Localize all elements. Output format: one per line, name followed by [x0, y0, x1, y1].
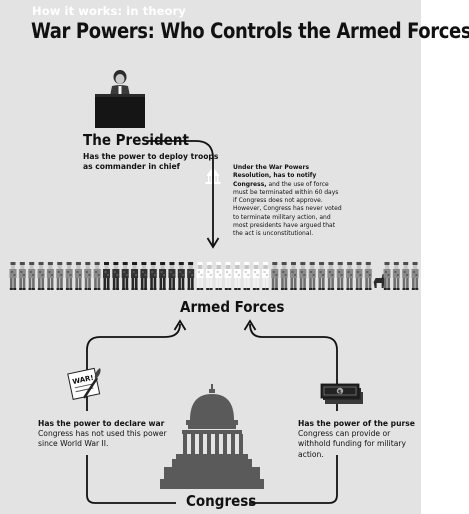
- soldier-icon: [261, 262, 269, 290]
- kicker: How it works: in theory: [32, 4, 186, 18]
- soldier-icon: [9, 262, 17, 290]
- soldier-icon: [131, 262, 139, 290]
- declare-war-text: Has the power to declare war Congress ha…: [38, 419, 168, 450]
- soldier-icon: [364, 262, 372, 290]
- right-margin: [421, 0, 469, 514]
- soldier-icon: [112, 262, 120, 290]
- soldier-icon: [93, 262, 101, 290]
- soldier-icon: [308, 262, 316, 290]
- purse-text: Has the power of the purse Congress can …: [298, 419, 423, 460]
- soldier-icon: [224, 262, 232, 290]
- purse-arrow: [249, 323, 338, 411]
- soldier-icon: [336, 262, 344, 290]
- president-icon: [95, 70, 145, 128]
- soldier-icon: [205, 262, 213, 290]
- soldier-icon: [290, 262, 297, 290]
- president-heading: The President: [83, 131, 189, 149]
- svg-text:$: $: [338, 389, 342, 395]
- soldier-icon: [159, 262, 167, 290]
- congress-left-bracket: [86, 455, 176, 504]
- congress-heading: Congress: [186, 492, 257, 510]
- soldier-icon: [383, 262, 391, 290]
- soldier-icon: [168, 262, 176, 290]
- soldier-icon: [103, 262, 110, 290]
- page-title: War Powers: Who Controls the Armed Force…: [31, 19, 469, 44]
- president-description: Has the power to deploy troops as comman…: [83, 152, 223, 172]
- soldier-icon: [121, 262, 129, 290]
- declare-war-arrow: [86, 323, 181, 411]
- soldier-icon: [140, 262, 148, 290]
- soldier-icon: [355, 262, 363, 290]
- congress-right-bracket: [249, 455, 338, 504]
- soldier-icon: [392, 262, 400, 290]
- soldier-icon: [28, 262, 36, 290]
- armed-forces-heading: Armed Forces: [180, 298, 285, 316]
- soldier-icon: [252, 262, 260, 290]
- soldier-icon: [280, 262, 288, 290]
- soldier-icon: [327, 262, 335, 290]
- soldier-icon: [402, 262, 410, 290]
- soldier-icon: [65, 262, 73, 290]
- war-powers-note-lead: Under the War Powers Resolution, has to …: [233, 164, 317, 188]
- soldier-icon: [196, 262, 204, 290]
- president-to-forces-arrow: [148, 140, 214, 245]
- soldier-icon: [346, 262, 354, 290]
- soldier-icon: [84, 262, 92, 290]
- soldier-icon: [411, 262, 419, 290]
- soldier-icon: [318, 262, 326, 290]
- declare-war-heading: Has the power to declare war: [38, 419, 165, 428]
- kicker-suffix: in theory: [126, 4, 186, 18]
- soldier-icon: [56, 262, 64, 290]
- war-powers-note-body: and the use of force must be terminated …: [233, 180, 342, 238]
- soldier-icon: [215, 262, 223, 290]
- money-icon: $: [320, 383, 363, 404]
- soldier-icon: [177, 262, 185, 290]
- declare-war-body: Congress has not used this power since W…: [38, 429, 167, 449]
- dog-icon: [373, 274, 385, 288]
- war-powers-note: Under the War Powers Resolution, has to …: [233, 164, 343, 239]
- kicker-prefix: How it works:: [32, 4, 123, 18]
- quill-pen-icon: [82, 368, 101, 399]
- soldier-icon: [149, 262, 157, 290]
- soldier-icon: [18, 262, 26, 290]
- purse-heading: Has the power of the purse: [298, 419, 415, 428]
- capitol-icon: [160, 384, 264, 489]
- purse-body: Congress can provide or withhold funding…: [298, 429, 407, 459]
- soldier-icon: [243, 262, 251, 290]
- soldier-icon: [299, 262, 307, 290]
- president-description-text: Has the power to deploy troops as comman…: [83, 152, 219, 172]
- soldier-icon: [74, 262, 82, 290]
- soldier-icon: [37, 262, 45, 290]
- soldier-icon: [271, 262, 279, 290]
- soldier-icon: [233, 262, 241, 290]
- soldier-icon: [187, 262, 195, 290]
- soldier-icon: [46, 262, 54, 290]
